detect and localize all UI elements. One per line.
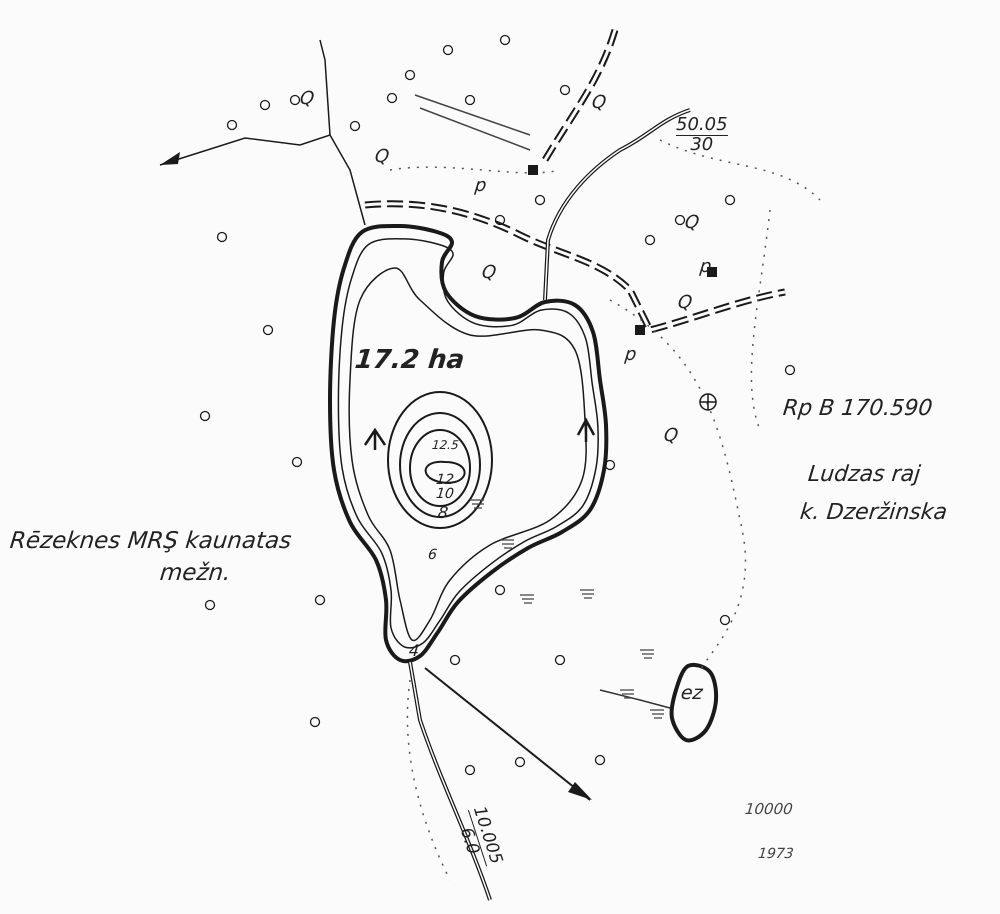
depth-label-4: 4 bbox=[408, 641, 421, 660]
dotted-boundary-3 bbox=[389, 166, 561, 174]
forest-circle-icon bbox=[226, 119, 238, 131]
building-icon bbox=[635, 325, 645, 335]
forestry-label-2: mežn. bbox=[158, 560, 232, 586]
roads-and-streams bbox=[159, 28, 821, 901]
contour-2m bbox=[337, 238, 599, 649]
lake-shore-outer bbox=[327, 223, 609, 664]
depth-label-6: 6 bbox=[427, 547, 438, 563]
forest-circle-icon bbox=[259, 99, 271, 111]
forest-circle-icon bbox=[724, 194, 736, 206]
forest-circle-icon bbox=[262, 324, 274, 336]
forest-circle-icon bbox=[449, 654, 461, 666]
boundary-line-north bbox=[319, 39, 331, 136]
forest-circle-icon bbox=[204, 599, 216, 611]
forest-circle-icon bbox=[464, 94, 476, 106]
arrow-head-icon bbox=[160, 152, 180, 165]
forest-circle-icon bbox=[349, 120, 361, 132]
benchmark-cross-icon bbox=[700, 394, 716, 410]
forest-circle-icon bbox=[719, 614, 731, 626]
stamp-year: 1973 bbox=[757, 846, 795, 862]
forest-circle-icon bbox=[289, 94, 301, 106]
forest-circle-icon bbox=[216, 231, 228, 243]
forest-circle-icon bbox=[291, 456, 303, 468]
forest-circle-icon bbox=[594, 754, 606, 766]
forest-circle-icon bbox=[442, 44, 454, 56]
forest-symbol: Q bbox=[662, 425, 680, 446]
forest-circle-icon bbox=[604, 459, 616, 471]
flow-direction-arrow-line bbox=[424, 667, 591, 801]
marsh-icon bbox=[620, 689, 634, 699]
field-symbol: p bbox=[698, 256, 713, 277]
outflow-stream-inner bbox=[409, 661, 491, 901]
road-main-inner bbox=[364, 202, 786, 332]
small-lake-outline bbox=[669, 662, 719, 743]
contour-6m bbox=[387, 391, 493, 529]
stamp-scale: 10000 bbox=[744, 800, 794, 818]
depth-label-8: 8 bbox=[437, 503, 450, 522]
path-lines bbox=[414, 94, 531, 151]
stream-small-lake bbox=[599, 689, 671, 709]
forest-symbol: Q bbox=[590, 92, 608, 113]
marsh-icon bbox=[520, 594, 534, 604]
reference-label: Rp B 170.590 bbox=[781, 396, 934, 421]
boundary-line-west bbox=[159, 134, 366, 226]
forest-circle-icon bbox=[514, 756, 526, 768]
road-north-inner bbox=[543, 29, 617, 161]
lake-area-label: 17.2 ha bbox=[353, 345, 466, 375]
depth-label-10: 10 bbox=[435, 486, 455, 502]
forest-circle-icon bbox=[674, 214, 686, 226]
forest-circle-icon bbox=[404, 69, 416, 81]
inflow-stream-inner bbox=[544, 109, 691, 301]
forest-circle-icon bbox=[199, 410, 211, 422]
forest-circle-icon bbox=[494, 584, 506, 596]
field-symbol: p bbox=[623, 344, 638, 365]
building-icon bbox=[528, 165, 538, 175]
field-symbol: p bbox=[473, 175, 488, 196]
marsh-icon bbox=[650, 709, 664, 719]
depth-label-max: 12.5 bbox=[431, 438, 460, 452]
forestry-label-1: Rēzeknes MRŞ kaunatas bbox=[8, 528, 293, 554]
road-main bbox=[364, 200, 786, 335]
marsh-icon bbox=[580, 589, 594, 599]
forest-circle-icon bbox=[554, 654, 566, 666]
forest-circle-icon bbox=[784, 364, 796, 376]
marsh-icon bbox=[500, 539, 514, 549]
inflow-stream bbox=[543, 108, 691, 301]
forest-circle-icon bbox=[644, 234, 656, 246]
inflow-denominator: 30 bbox=[690, 133, 714, 155]
district-label-2: k. Dzeržinska bbox=[798, 500, 949, 525]
forest-circle-icon bbox=[464, 764, 476, 776]
forest-symbol: Q bbox=[480, 262, 498, 283]
depth-contours bbox=[348, 267, 587, 642]
forest-circle-icon bbox=[534, 194, 546, 206]
reed-icon bbox=[363, 417, 596, 450]
inflow-numerator: 50.05 bbox=[676, 114, 728, 136]
contour-8m bbox=[399, 412, 481, 518]
forest-symbol: Q bbox=[676, 292, 694, 313]
dotted-boundary-1 bbox=[750, 209, 771, 431]
small-lake-label: ez bbox=[679, 682, 704, 704]
lake-shoreline bbox=[327, 223, 719, 743]
arrow-head-icon bbox=[568, 782, 592, 800]
marsh-icon bbox=[470, 499, 484, 509]
inflow-fraction: 50.05 30 bbox=[676, 114, 728, 155]
contour-12m bbox=[424, 460, 466, 484]
forest-circle-icon bbox=[309, 716, 321, 728]
dotted-boundary-2 bbox=[659, 139, 821, 201]
forest-circle-icon bbox=[386, 92, 398, 104]
forest-symbol: Q bbox=[298, 88, 316, 109]
forest-circle-icon bbox=[559, 84, 571, 96]
forest-symbol: Q bbox=[373, 146, 391, 167]
contour-10m bbox=[409, 429, 471, 507]
forest-circle-icon bbox=[499, 34, 511, 46]
forest-symbol: Q bbox=[683, 212, 701, 233]
marsh-icon bbox=[640, 649, 654, 659]
contour-4m bbox=[348, 267, 587, 642]
forest-circle-icon bbox=[314, 594, 326, 606]
map-symbols bbox=[199, 34, 796, 776]
district-label-1: Ludzas raj bbox=[806, 462, 922, 487]
forest-circle-icon bbox=[494, 214, 506, 226]
building-icon bbox=[707, 267, 717, 277]
